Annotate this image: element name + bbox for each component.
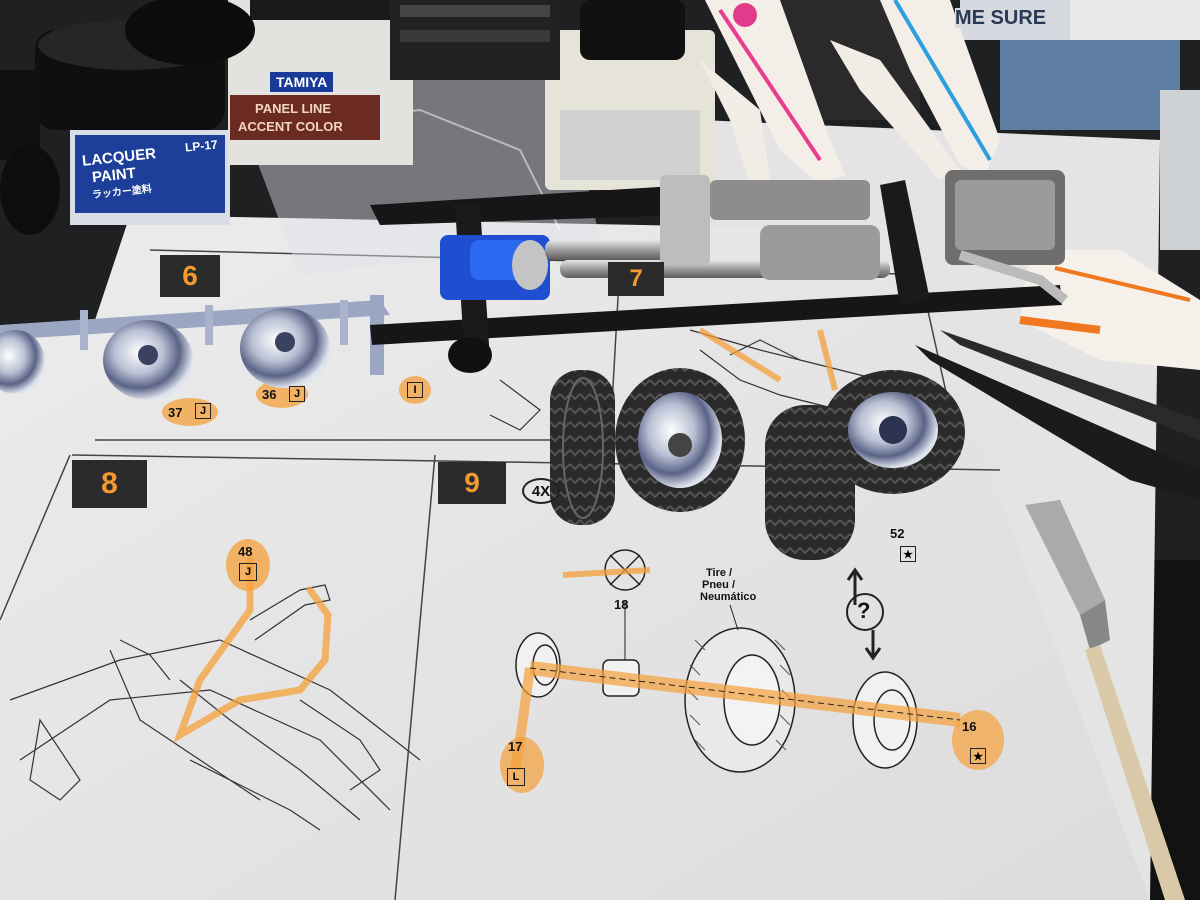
tire-right-with-wheel [821,370,965,494]
quantity-badge: 4X [522,478,560,504]
arrow-up [846,567,864,605]
step9-crossed-highlight [562,567,651,578]
clear-paint-jar [545,0,715,190]
step8-part-highlight [226,539,270,591]
part-i-letter: I [407,382,423,398]
part-52-letter: ★ [900,546,916,562]
step7-sketch [489,329,881,431]
chrome-wheel-sprue [0,295,390,400]
part-16-letter: ★ [970,748,986,764]
cap-label: ME SURE [955,7,1047,29]
jar2-label-panel-line: PANEL LINE [255,101,332,116]
alligator-clip [1025,500,1110,650]
paint-brush-handle [1085,645,1185,900]
step-7-number: 7 [608,262,664,296]
tweezers [915,330,1200,500]
part-17-number: 17 [508,739,523,754]
part-48-number: 48 [238,544,253,559]
step8-highlight [173,556,332,743]
question-circle [846,593,884,631]
tire-center-with-wheel [615,368,745,512]
part-18-number: 18 [614,597,629,612]
jar1-label-paint: PAINT [91,164,137,187]
step9-part16-highlight [952,710,1004,770]
part-17-letter: L [507,768,525,786]
tire-label-es: Neumático [700,591,757,603]
jar2-label-accent-color: ACCENT COLOR [238,119,343,134]
clothespin-orange [1019,250,1200,370]
tire-label-en: Tire / [706,567,733,579]
step-6-number: 6 [160,255,220,297]
tire-left-upright [550,370,615,525]
step-9-number: 9 [438,462,506,504]
part-16-number: 16 [962,719,977,734]
part-48-letter: J [239,563,257,581]
clothespin-pink [700,0,845,185]
jar1-label-code: LP-17 [184,137,219,155]
blue-engine [440,235,550,300]
tire-label-fr: Pneu / [702,579,736,591]
part-36-number: 36 [262,387,277,402]
arrow-down [864,630,882,661]
step-8-number: 8 [72,460,147,508]
jar2-brand: TAMIYA [270,72,334,92]
question-mark: ? [857,598,871,623]
step8-chassis-sketch [9,584,421,831]
part-52-number: 52 [890,526,905,541]
part-37-letter: J [195,403,211,419]
part-37-number: 37 [168,405,183,420]
part-36-letter: J [289,386,305,402]
step7-highlight [698,327,838,391]
spare-tires-top-left [0,0,255,235]
clothespin-blue [830,0,1000,180]
